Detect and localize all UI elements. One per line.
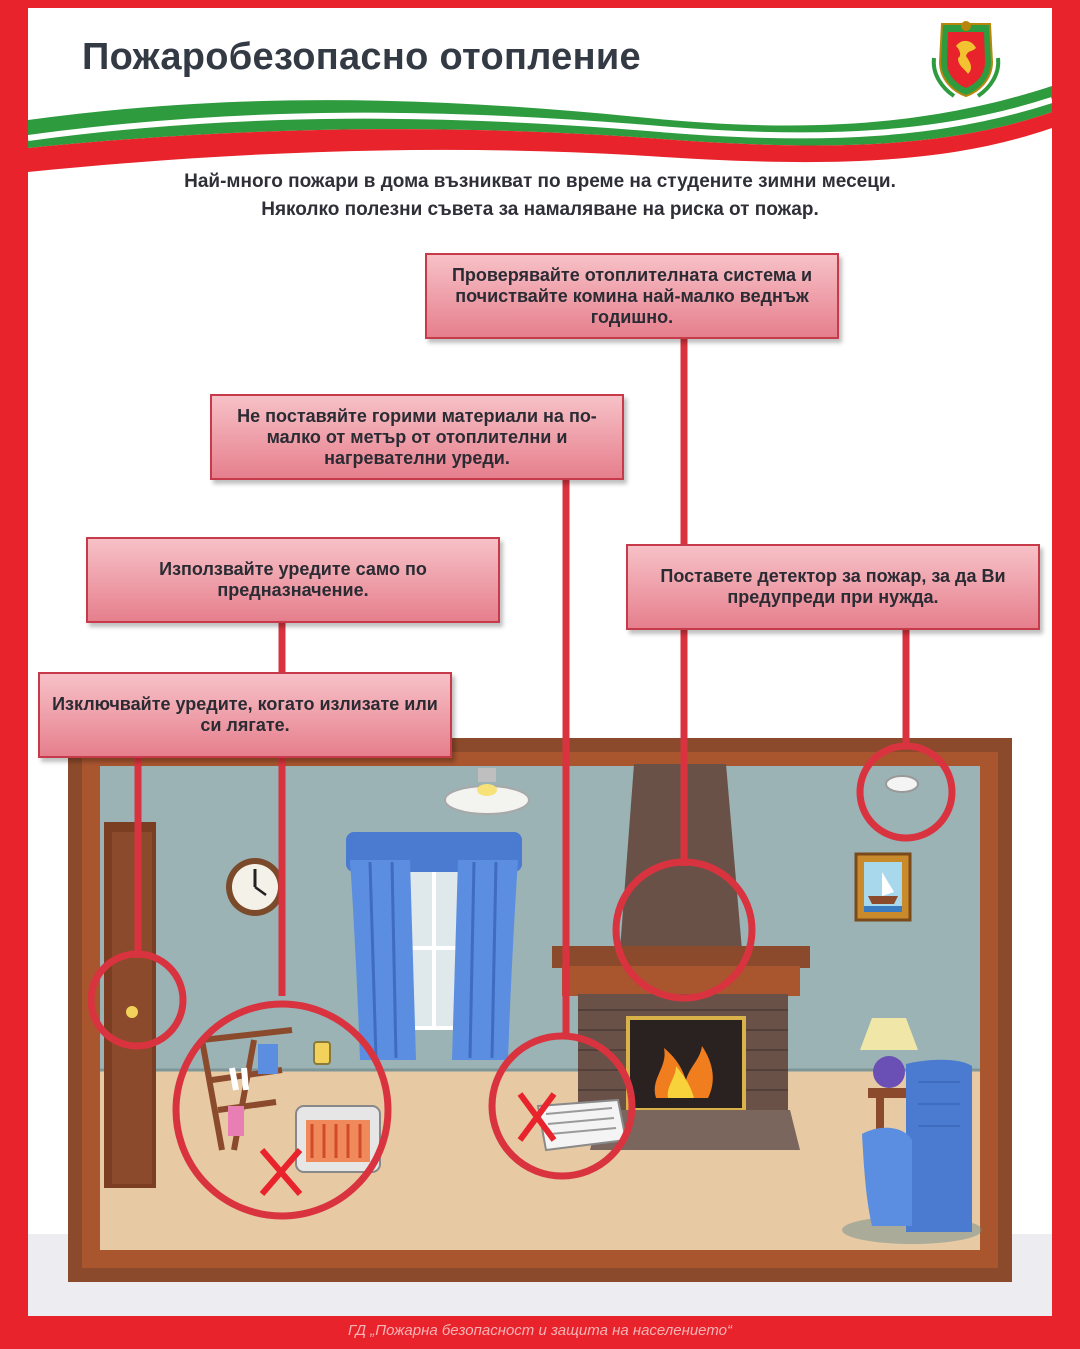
flag-wave (28, 86, 1052, 172)
curtain-right (452, 860, 518, 1060)
emblem-icon (931, 21, 1001, 98)
x-mark-papers (517, 1092, 557, 1142)
callout-circle-detector (856, 742, 956, 842)
room-floor (100, 1070, 980, 1250)
door-knob (126, 1006, 138, 1018)
clock-icon (226, 858, 284, 916)
intro-text: Най-много пожари в дома възникват по вре… (28, 168, 1052, 224)
window (346, 832, 522, 1060)
tip-chimney: Проверявайте отоплителната система и поч… (425, 253, 839, 339)
page-title: Пожаробезопасно отопление (82, 36, 641, 78)
heater-icon (295, 1105, 381, 1173)
fire-icon (654, 1046, 713, 1098)
callout-circle-chimney (612, 858, 756, 1002)
tip-purpose: Използвайте уредите само по предназначен… (86, 537, 500, 623)
tip-distance: Не поставяйте горими материали на по-мал… (210, 394, 624, 480)
curtain-left (350, 860, 416, 1060)
intro-line-2: Няколко полезни съвета за намаляване на … (261, 199, 819, 220)
armchair-icon (842, 1059, 982, 1244)
tip-switch-off: Изключвайте уредите, когато излизате или… (38, 672, 452, 758)
lamp-icon (860, 1018, 918, 1144)
power-socket (313, 1041, 331, 1065)
callout-circle-papers (488, 1032, 636, 1180)
smoke-detector-icon (885, 775, 919, 793)
drying-rack-icon (199, 1027, 293, 1151)
picture-icon (854, 852, 912, 922)
newspapers-icon (536, 1098, 628, 1152)
callout-circles (87, 742, 956, 1220)
hearth (590, 1110, 800, 1150)
ceiling-lamp (444, 768, 530, 815)
door (104, 822, 156, 1188)
mantel (552, 946, 810, 968)
intro-line-1: Най-много пожари в дома възникват по вре… (184, 171, 896, 192)
callout-circle-heater (172, 1000, 392, 1220)
x-mark-heater (259, 1148, 303, 1196)
footer-text: ГД „Пожарна безопасност и защита на насе… (0, 1316, 1080, 1349)
tip-detector: Поставете детектор за пожар, за да Ви пр… (626, 544, 1040, 630)
callout-circle-door (87, 950, 187, 1050)
